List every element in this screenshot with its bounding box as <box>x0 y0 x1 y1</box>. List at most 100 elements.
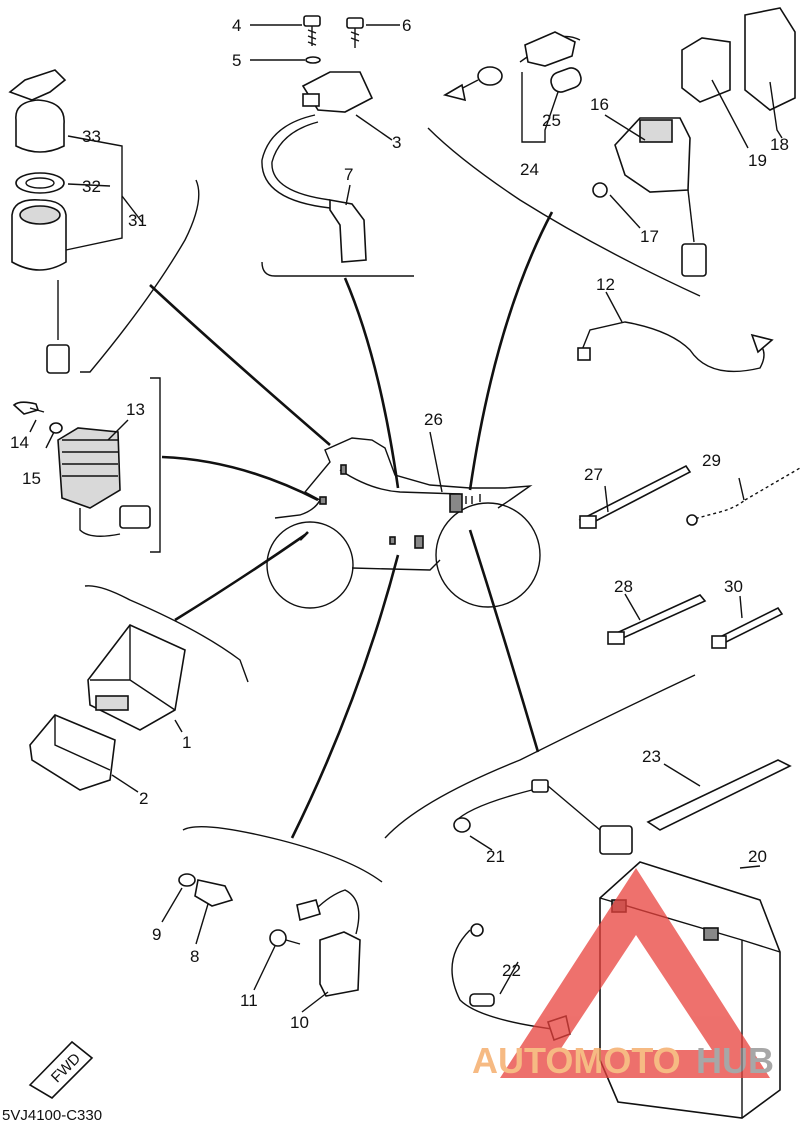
main-switch-group <box>8 69 70 374</box>
washer-5-icon <box>305 56 321 64</box>
callout-13: 13 <box>126 400 145 419</box>
callout-17: 17 <box>640 227 659 246</box>
bolt-11-icon <box>269 929 287 947</box>
bolt-6-icon <box>346 17 364 29</box>
sensor-8-icon <box>194 879 234 907</box>
watermark: AUTOMOTO HUB <box>472 868 774 1081</box>
callout-27: 27 <box>584 465 603 484</box>
watermark-suffix: HUB <box>696 1040 774 1081</box>
rectifier-icon <box>57 427 121 509</box>
callout-20: 20 <box>748 847 767 866</box>
callout-29: 29 <box>702 451 721 470</box>
bike-battery-mark <box>449 493 463 513</box>
battery-terminal-pos <box>703 927 719 941</box>
battery-strap-icon <box>646 759 792 831</box>
callout-23: 23 <box>642 747 661 766</box>
bolt-17-icon <box>592 182 608 198</box>
gasket-9-icon <box>178 873 196 887</box>
terminal-21-icon <box>531 779 549 793</box>
relay-top-icon <box>639 119 673 143</box>
spark-plug-cap-icon <box>329 199 367 263</box>
relay-connector-icon <box>681 243 707 277</box>
watermark-prefix: AUTOMOTO <box>472 1040 681 1081</box>
callout-32: 32 <box>82 177 101 196</box>
cdi-unit-icon <box>87 624 186 731</box>
wire-tip-icon <box>750 333 774 354</box>
bike-small-mark <box>389 536 396 545</box>
callout-26: 26 <box>424 410 443 429</box>
callout-14: 14 <box>10 433 29 452</box>
leader-lines <box>149 211 554 839</box>
callout-12: 12 <box>596 275 615 294</box>
callout-9: 9 <box>152 925 161 944</box>
relay-18-icon <box>744 7 796 111</box>
callout-leaders <box>29 24 783 1013</box>
callout-19: 19 <box>748 151 767 170</box>
clip-29-icon <box>686 514 698 526</box>
relay-19-icon <box>681 37 731 103</box>
wire-clip-icon <box>577 347 591 361</box>
band-30-head-icon <box>711 635 727 649</box>
group-brackets <box>80 127 701 883</box>
callout-31: 31 <box>128 211 147 230</box>
callout-24: 24 <box>520 160 539 179</box>
switch-connector-icon <box>46 344 70 374</box>
band-28-head-icon <box>607 631 625 645</box>
lead-connector-icon <box>296 899 321 922</box>
boot-icon <box>477 66 503 86</box>
switch-cover-icon <box>15 99 65 153</box>
bike-rectifier-mark <box>319 496 327 505</box>
battery-group <box>451 321 800 1119</box>
callout-21: 21 <box>486 847 505 866</box>
callout-3: 3 <box>392 133 401 152</box>
callout-33: 33 <box>82 127 101 146</box>
relay-group <box>442 7 796 277</box>
arrow-tip-icon <box>442 83 467 102</box>
coil-terminal-icon <box>302 93 320 107</box>
neutral-switch-group <box>178 873 361 997</box>
washer-15-icon <box>49 422 63 434</box>
bolt-4-icon <box>303 15 321 27</box>
callout-28: 28 <box>614 577 633 596</box>
cable-sleeve-icon <box>469 993 495 1007</box>
callout-30: 30 <box>724 577 743 596</box>
callout-15: 15 <box>22 469 41 488</box>
ignition-coil-icon <box>301 71 374 113</box>
watermark-triangle-icon <box>500 868 770 1078</box>
cdi-connector-icon <box>95 695 129 711</box>
boot-21-icon <box>453 817 471 833</box>
callout-25: 25 <box>542 111 561 130</box>
switch-10-icon <box>319 931 361 997</box>
callout-labels: 4 5 6 3 7 25 24 16 17 19 18 12 26 33 32 … <box>10 16 789 1032</box>
callout-2: 2 <box>139 789 148 808</box>
rectifier-connector-icon <box>119 505 151 529</box>
fwd-arrow: FWD <box>28 1040 94 1100</box>
callout-11: 11 <box>240 991 258 1010</box>
bolt-14-icon <box>12 401 40 415</box>
callout-22: 22 <box>502 961 521 980</box>
fuse-icon <box>550 67 582 93</box>
callout-16: 16 <box>590 95 609 114</box>
callout-10: 10 <box>290 1013 309 1032</box>
ring-terminal-icon <box>470 923 484 937</box>
motorcycle-silhouette <box>266 437 541 609</box>
cdi-group <box>29 624 186 791</box>
callout-4: 4 <box>232 16 241 35</box>
callout-8: 8 <box>190 947 199 966</box>
nut-32-icon <box>15 172 65 194</box>
callout-5: 5 <box>232 51 241 70</box>
callout-7: 7 <box>344 165 353 184</box>
bike-relay-mark <box>414 535 424 549</box>
bike-coil-mark <box>340 464 347 475</box>
fwd-arrow-icon <box>28 1040 94 1100</box>
key-icon <box>8 69 67 101</box>
callout-6: 6 <box>402 16 411 35</box>
band-27-head-icon <box>579 515 597 529</box>
ignition-coil-group <box>261 15 374 263</box>
stop-switch-icon <box>524 31 576 67</box>
rectifier-group <box>12 401 151 537</box>
diagram-code: 5VJ4100-C330 <box>2 1107 102 1124</box>
callout-18: 18 <box>770 135 789 154</box>
fuse-box-icon <box>599 825 633 855</box>
